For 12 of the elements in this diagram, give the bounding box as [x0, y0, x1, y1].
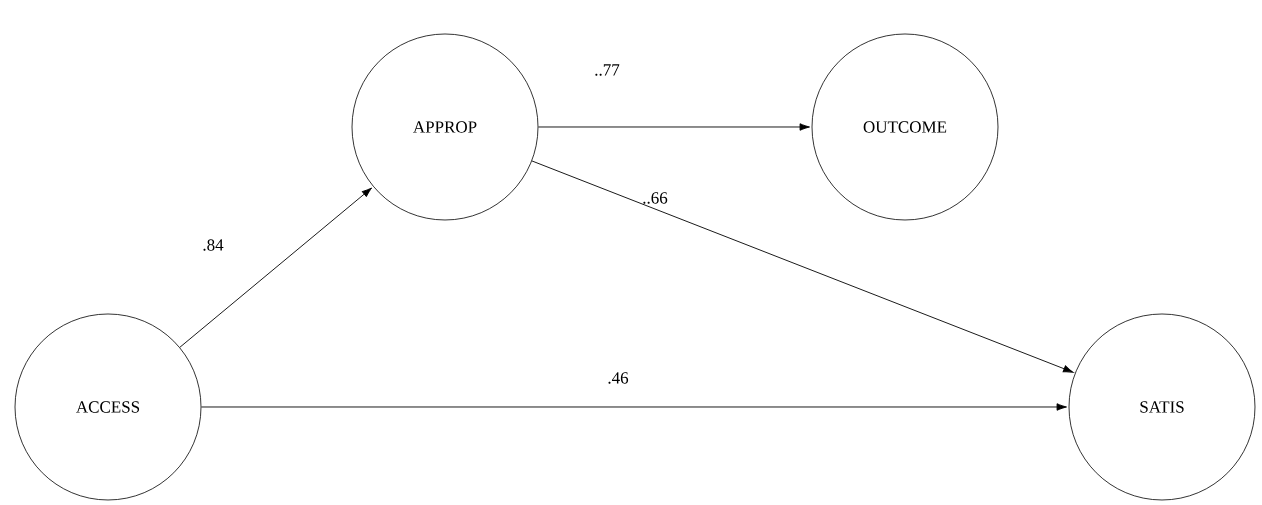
edge-label: ..77 [595, 64, 620, 76]
circle-node: SATIS [1068, 313, 1256, 501]
arrow [531, 160, 1074, 373]
arrow [179, 187, 373, 348]
arrow [537, 123, 810, 131]
circle-node: OUTCOME [811, 33, 999, 221]
circle-node: ACCESS [14, 313, 202, 501]
edge-label: .46 [608, 372, 629, 384]
edge-label: .84 [203, 239, 224, 251]
arrow [200, 403, 1067, 411]
edge-label: ..66 [643, 192, 668, 204]
circle-node: APPROP [351, 33, 539, 221]
